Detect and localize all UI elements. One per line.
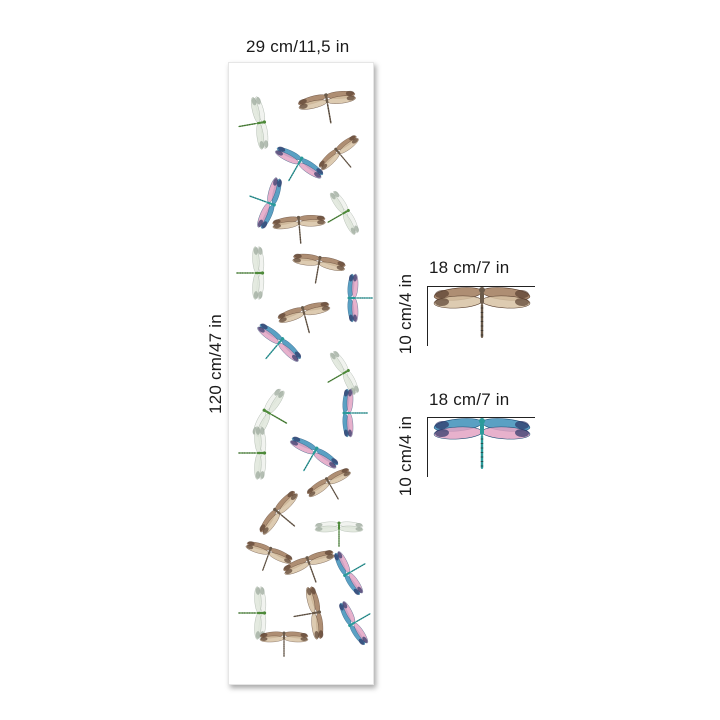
sample-blue-height-line	[427, 417, 428, 477]
dragonfly-blue	[347, 273, 373, 323]
dragonfly-brown	[307, 468, 351, 500]
sample-brown-width-label: 18 cm/7 in	[429, 258, 510, 277]
sample-brown-height-line	[427, 286, 428, 346]
dragonfly-blue	[339, 601, 371, 645]
dragonfly-blue	[334, 551, 366, 595]
dragonfly-decal-artwork	[236, 90, 373, 657]
dragonfly-brown	[298, 90, 356, 124]
sample-blue-width-label: 18 cm/7 in	[429, 390, 510, 409]
dragonfly-clear	[236, 246, 265, 300]
dragonfly-clear	[238, 426, 267, 480]
dragonfly-brown	[277, 301, 331, 334]
dragonfly-blue	[257, 323, 302, 362]
dragonfly-blue	[289, 436, 339, 472]
dragonfly-brown	[245, 541, 293, 571]
dragonfly-brown	[259, 631, 309, 657]
dragonfly-clear	[327, 191, 359, 235]
dragonfly-clear	[327, 351, 359, 395]
dragonfly-brown	[318, 135, 359, 171]
dragonfly-brown	[293, 586, 324, 640]
dragonfly-clear	[314, 521, 364, 547]
sample-brown-width-line	[427, 286, 535, 287]
dragonfly-sample-blue	[428, 417, 536, 479]
dragonfly-brown	[433, 287, 531, 338]
dragonfly-brown	[272, 215, 326, 244]
decal-sheet	[228, 62, 374, 685]
dragonfly-clear	[238, 586, 267, 640]
sample-brown-height-label: 10 cm/4 in	[396, 273, 415, 355]
sample-blue-width-line	[427, 417, 535, 418]
panel-height-label: 120 cm/47 in	[206, 314, 225, 414]
dragonfly-blue	[249, 177, 282, 229]
dragonfly-clear	[238, 96, 269, 150]
dragonfly-brown	[283, 550, 335, 583]
sample-blue-height-label: 10 cm/4 in	[396, 415, 415, 497]
panel-width-label: 29 cm/11,5 in	[246, 37, 350, 56]
dragonfly-blue	[433, 418, 531, 469]
dragonfly-blue	[342, 388, 368, 438]
dragonfly-sample-brown	[428, 286, 536, 348]
dragonfly-blue	[274, 146, 324, 182]
dragonfly-brown	[259, 490, 298, 535]
dragonfly-brown	[292, 253, 346, 284]
